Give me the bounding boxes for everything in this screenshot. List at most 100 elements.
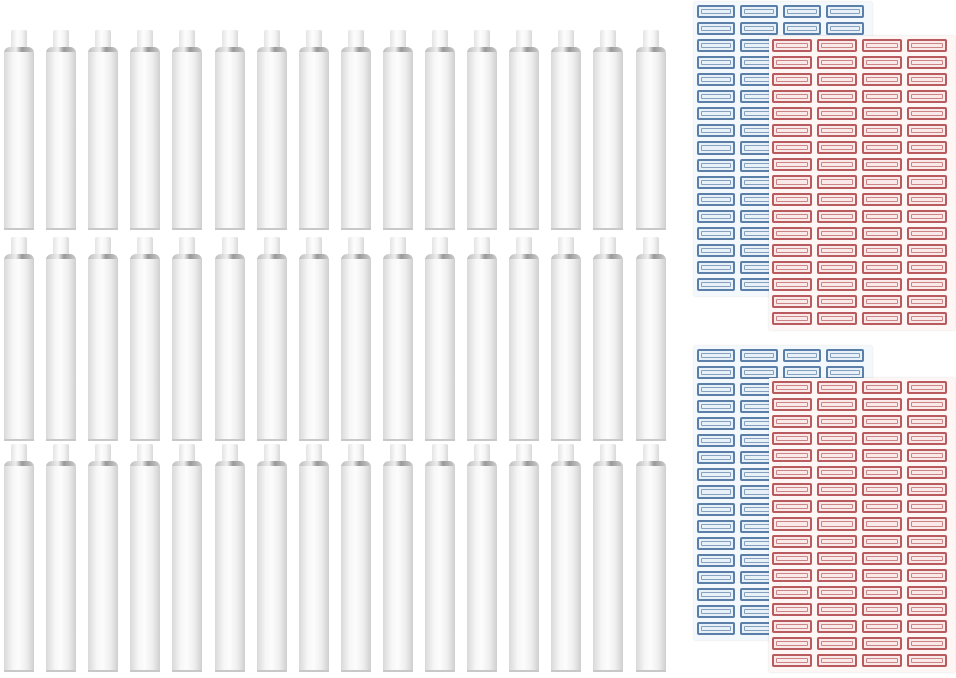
label-sticker <box>697 502 735 516</box>
label-sticker <box>907 277 947 291</box>
label-sticker <box>772 141 812 155</box>
label-sticker <box>907 243 947 257</box>
label-sticker <box>772 381 812 395</box>
label-sticker <box>772 415 812 429</box>
label-sticker <box>862 415 902 429</box>
label-sticker <box>740 39 778 53</box>
label-sticker <box>907 158 947 172</box>
label-sticker <box>772 585 812 599</box>
tube <box>172 30 203 230</box>
label-sticker <box>826 5 864 19</box>
tube <box>467 444 498 672</box>
label-sticker <box>907 260 947 274</box>
tube <box>172 237 203 441</box>
label-sticker <box>697 141 735 155</box>
label-sticker <box>740 383 778 397</box>
label-sticker <box>817 209 857 223</box>
label-sticker <box>817 90 857 104</box>
label-sticker <box>740 90 778 104</box>
label-sticker <box>772 619 812 633</box>
label-sticker <box>817 141 857 155</box>
label-sticker <box>907 124 947 138</box>
label-sticker <box>697 417 735 431</box>
label-sticker <box>907 602 947 616</box>
tube <box>425 30 455 230</box>
label-sticker <box>907 226 947 240</box>
label-sticker <box>862 381 902 395</box>
label-sticker <box>817 636 857 650</box>
label-sticker <box>817 56 857 70</box>
label-sticker <box>817 517 857 531</box>
label-sticker <box>772 73 812 87</box>
label-sticker <box>907 466 947 480</box>
label-sticker <box>817 432 857 446</box>
label-sticker <box>772 653 812 667</box>
label-sticker <box>862 619 902 633</box>
label-sticker <box>907 636 947 650</box>
tube <box>382 237 413 441</box>
label-sticker <box>817 568 857 582</box>
label-sticker <box>817 381 857 395</box>
label-sticker <box>907 517 947 531</box>
label-sticker <box>862 277 902 291</box>
tube <box>172 444 203 672</box>
tube <box>130 237 161 441</box>
label-sticker <box>817 602 857 616</box>
label-sticker <box>740 158 778 172</box>
label-sticker <box>772 294 812 308</box>
label-sticker <box>740 226 778 240</box>
label-sticker <box>697 277 735 291</box>
label-sticker <box>697 451 735 465</box>
label-sticker <box>772 636 812 650</box>
label-sticker <box>907 619 947 633</box>
label-sticker <box>697 383 735 397</box>
label-sticker <box>817 483 857 497</box>
label-sticker <box>740 485 778 499</box>
label-sticker <box>772 175 812 189</box>
tube <box>593 30 624 230</box>
label-sticker <box>907 534 947 548</box>
label-sticker <box>907 381 947 395</box>
label-sticker <box>697 124 735 138</box>
label-sticker <box>817 585 857 599</box>
tube <box>635 444 666 672</box>
label-sticker <box>862 449 902 463</box>
tube <box>551 30 582 230</box>
tube <box>214 444 245 672</box>
label-sticker <box>862 551 902 565</box>
label-sticker <box>817 653 857 667</box>
label-sticker <box>862 585 902 599</box>
tube <box>425 444 455 672</box>
label-sticker <box>907 209 947 223</box>
tube <box>4 444 34 672</box>
label-sticker <box>697 22 735 36</box>
label-sticker <box>740 5 778 19</box>
label-sticker <box>772 90 812 104</box>
label-sticker <box>817 192 857 206</box>
label-sticker <box>697 536 735 550</box>
label-sticker <box>697 5 735 19</box>
tube <box>509 444 540 672</box>
label-sticker <box>817 551 857 565</box>
label-sticker <box>817 449 857 463</box>
label-sticker <box>862 73 902 87</box>
tube <box>130 30 161 230</box>
tube <box>88 237 119 441</box>
label-sticker <box>697 107 735 121</box>
label-sticker <box>772 551 812 565</box>
tube <box>509 237 540 441</box>
label-sticker <box>907 192 947 206</box>
label-sticker <box>697 243 735 257</box>
label-sticker <box>740 349 778 363</box>
label-sticker <box>817 619 857 633</box>
label-sticker <box>740 73 778 87</box>
label-sticker <box>740 468 778 482</box>
tube <box>88 444 119 672</box>
label-sticker <box>697 519 735 533</box>
label-sticker <box>907 141 947 155</box>
label-sticker <box>817 158 857 172</box>
label-sticker <box>772 56 812 70</box>
label-sticker <box>697 349 735 363</box>
tube <box>467 30 498 230</box>
label-sticker <box>697 209 735 223</box>
